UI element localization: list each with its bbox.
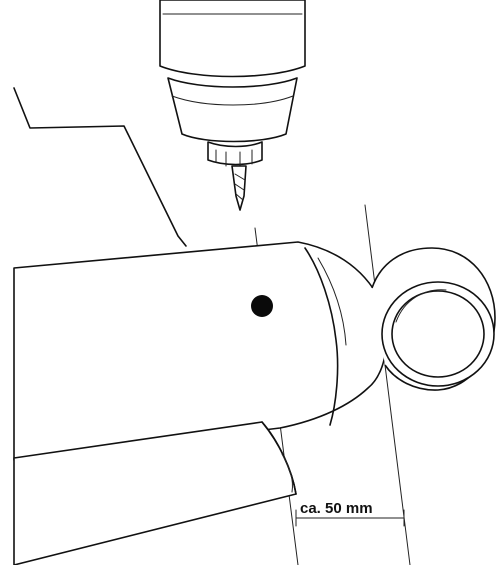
ring bbox=[371, 247, 496, 391]
dimension-label: ca. 50 mm bbox=[300, 500, 373, 517]
frame-bracket bbox=[13, 87, 187, 247]
drill-hole-mark bbox=[251, 295, 273, 317]
tube bbox=[13, 241, 388, 461]
dimension: ca. 50 mm bbox=[295, 500, 405, 527]
lower-rail bbox=[13, 421, 297, 565]
drill bbox=[159, 0, 306, 211]
